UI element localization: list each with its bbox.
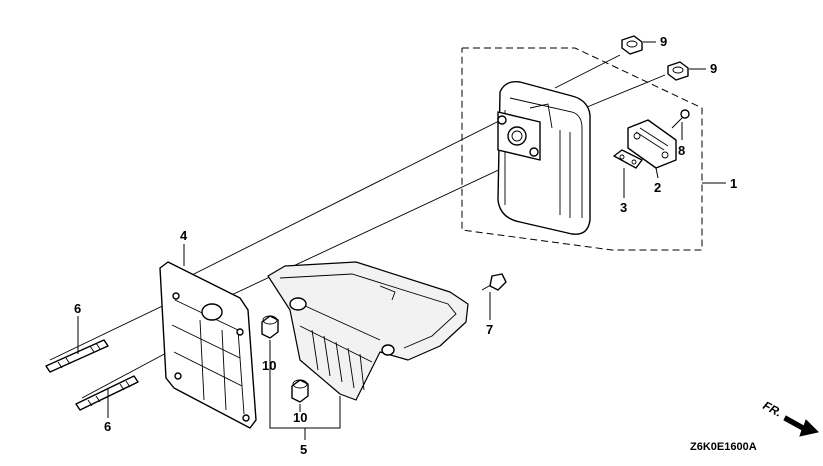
- callout-6-upper: 6: [74, 301, 81, 316]
- stud-bolt-6-lower: [75, 375, 139, 411]
- callout-7: 7: [486, 322, 493, 337]
- muffler-protector-plate: [627, 119, 677, 169]
- callout-5: 5: [300, 442, 307, 457]
- callout-9-upper: 9: [660, 34, 667, 49]
- muffler: [497, 81, 591, 235]
- front-direction-arrow-icon: [783, 415, 819, 437]
- callout-6-lower: 6: [104, 419, 111, 434]
- callout-9-lower: 9: [710, 61, 717, 76]
- callout-10-lower: 10: [293, 410, 307, 425]
- gasket: [613, 149, 643, 169]
- muffler-stay-bracket: [267, 261, 469, 401]
- collar-10-upper: [261, 315, 279, 339]
- callout-2: 2: [654, 180, 661, 195]
- flange-bolt: [481, 273, 507, 291]
- callout-3: 3: [620, 200, 627, 215]
- callout-10-upper: 10: [262, 358, 276, 373]
- muffler-assembly-boundary: [461, 47, 703, 251]
- front-direction-label: FR.: [761, 398, 785, 419]
- nut-9-upper: [621, 35, 643, 55]
- nut-9-lower: [667, 61, 689, 81]
- callout-4: 4: [180, 228, 188, 243]
- callout-8: 8: [678, 143, 685, 158]
- screw: [671, 109, 690, 129]
- callout-1: 1: [730, 176, 737, 191]
- stud-bolt-6-upper: [45, 339, 109, 373]
- diagram-code: Z6K0E1600A: [690, 441, 757, 453]
- leader-lines: [77, 41, 726, 440]
- front-direction-indicator: FR.: [761, 398, 819, 437]
- collar-10-lower: [291, 379, 309, 403]
- muffler-heat-plate: [159, 261, 257, 429]
